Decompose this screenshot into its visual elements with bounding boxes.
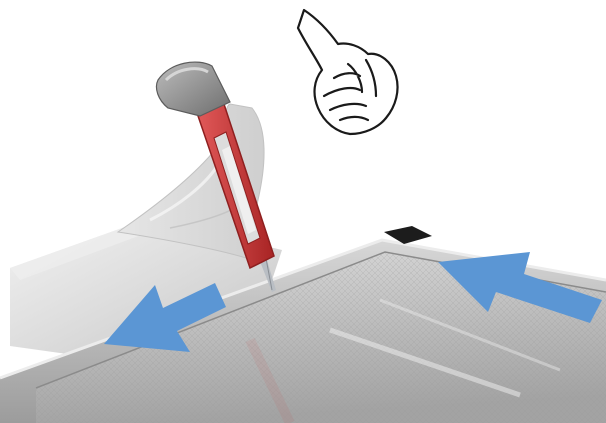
fist-icon: [298, 10, 398, 134]
